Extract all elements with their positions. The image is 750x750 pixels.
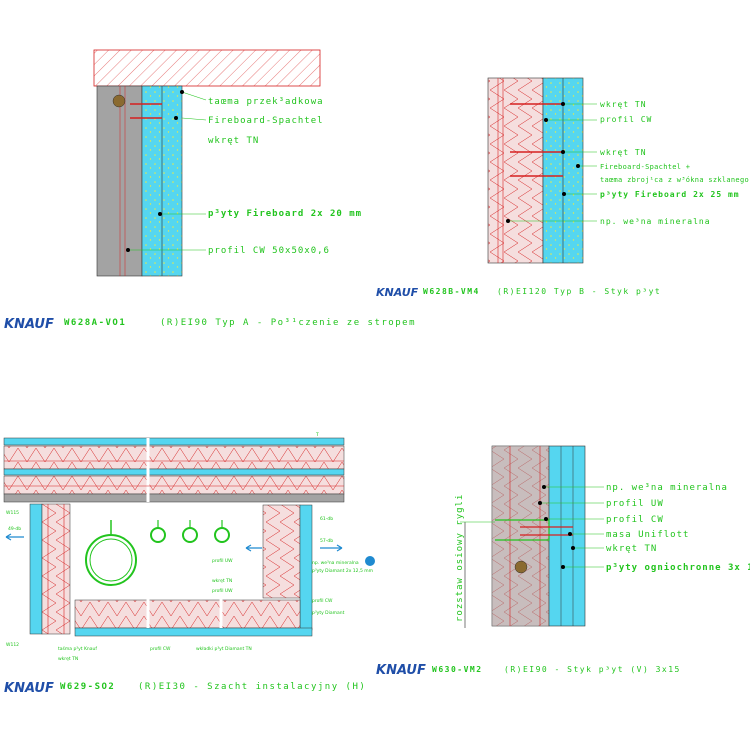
mineral-wool <box>487 77 544 264</box>
vertical-spacing-label: rozstaw osiowy rygli <box>455 494 465 622</box>
knauf-logo: KNAUF <box>376 663 426 678</box>
mark-57db: 57-db <box>320 538 333 544</box>
detail-w628a-vo1: taœma przek³adkowa Fireboard-Spachtel wk… <box>4 49 416 332</box>
label-boards: p³yty Fireboard 2x 25 mm <box>600 189 740 199</box>
detail-code: W629-SO2 <box>60 682 115 692</box>
label-profile: profil CW 50x50x0,6 <box>208 246 330 256</box>
label-profile-cw-2: profil CW <box>150 646 171 652</box>
label-panels: p³yty ogniochronne 3x 15 mm <box>606 562 750 573</box>
arrow-left-icon <box>5 533 24 541</box>
detail-title: (R)EI90 Typ A - Po³¹czenie ze stropem <box>160 318 416 328</box>
label-profile-cw: profil CW <box>606 515 664 525</box>
label-screw-2: wkręt TN <box>58 656 78 662</box>
detail-w630-vm2: np. we³na mineralna profil UW profil CW … <box>376 445 750 678</box>
label-boards: p³yty Diamant <box>312 610 345 616</box>
detail-title: (R)EI120 Typ B - Styk p³yt <box>497 287 661 296</box>
label-spachtel: Fireboard-Spachtel <box>208 116 324 126</box>
knauf-logo: KNAUF <box>4 681 54 696</box>
anchor-icon <box>514 560 528 574</box>
label-boards: p³yty Fireboard 2x 20 mm <box>208 208 362 219</box>
label-uniflott: masa Uniflott <box>606 530 689 540</box>
detail-code: W630-VM2 <box>432 665 483 674</box>
label-tape: taœma przek³adkowa <box>208 97 324 107</box>
label-tape: taśma p³yt Knauf <box>58 645 97 652</box>
label-wool: np. we³na mineralna <box>312 560 359 566</box>
label-profile-uw: profil UW <box>212 558 233 564</box>
detail-w629-so2: W115 W112 49-db 57-db 61-db T np. we³na … <box>3 432 375 696</box>
label-screw-2: wkręt TN <box>600 148 647 157</box>
detail-title: (R)EI90 - Styk p³yt (V) 3x15 <box>504 665 681 674</box>
label-screw: wkręt TN <box>606 544 657 554</box>
label-wool: np. we³na mineralna <box>606 483 728 493</box>
mark-61db: 61-db <box>320 516 333 522</box>
pipe-icon <box>182 527 198 543</box>
label-profile-uw: profil UW <box>606 499 664 509</box>
mark-49db: 49-db <box>8 526 21 532</box>
detail-w628b-vm4: wkręt TN profil CW wkręt TN Fireboard-Sp… <box>376 77 749 299</box>
label-profile-cw: profil CW <box>600 115 652 124</box>
detail-title: (R)EI30 - Szacht instalacyjny (H) <box>138 682 366 692</box>
label-screw-1: wkręt TN <box>600 100 647 109</box>
arrow-left-icon <box>245 544 262 552</box>
pipe-icon <box>150 527 166 543</box>
pipe-icon <box>214 527 230 543</box>
mark-w112: W112 <box>6 642 19 648</box>
label-profile-uw-2: profil UW <box>212 588 233 594</box>
mark-w115: W115 <box>6 510 19 516</box>
mark-t: T <box>315 432 319 438</box>
label-inserts: wkładki p³yt Diamant TN <box>196 646 252 652</box>
detail-code: W628B-VM4 <box>423 287 480 296</box>
concrete-wall <box>96 85 143 277</box>
fire-panels <box>548 445 586 627</box>
anchor-icon <box>112 94 126 108</box>
ceiling-slab <box>93 49 321 87</box>
label-wool: np. we³na mineralna <box>600 217 711 226</box>
large-pipe-icon <box>85 534 137 586</box>
label-profile-cw: profil CW <box>312 598 333 604</box>
label-diamant: p³yty Diamant 2x 12,5 mm <box>312 568 373 574</box>
knauf-logo: KNAUF <box>4 317 54 332</box>
arrow-right-icon <box>320 544 343 552</box>
knauf-logo: KNAUF <box>376 286 419 299</box>
marker-dot-icon <box>365 556 375 566</box>
concrete-core <box>492 446 549 626</box>
label-spachtel: Fireboard-Spachtel + <box>600 163 690 171</box>
label-screw: wkręt TN <box>208 136 259 146</box>
label-tape: taœma zbroj¹ca z w³ókna szklanego <box>600 176 749 184</box>
detail-code: W628A-VO1 <box>64 318 126 328</box>
label-screw: wkręt TN <box>212 578 232 584</box>
